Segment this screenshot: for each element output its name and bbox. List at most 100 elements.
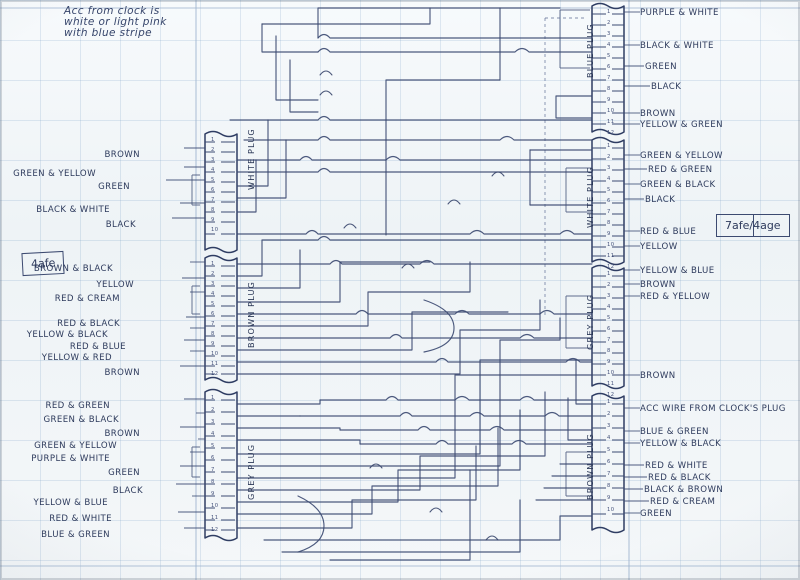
pin-number: 9	[607, 97, 611, 103]
pin-number: 2	[607, 154, 611, 160]
pin-number: 5	[607, 447, 611, 453]
pin-number: 6	[607, 198, 611, 204]
pin-number: 6	[607, 326, 611, 332]
pin-number: 10	[607, 108, 615, 114]
pin-number: 11	[607, 119, 615, 125]
left-wire-label: RED & CREAM	[54, 294, 120, 304]
pin-number: 4	[607, 176, 611, 182]
left-wire-label: RED & GREEN	[45, 401, 110, 411]
pin-number: 2	[607, 282, 611, 288]
pin-number: 6	[211, 187, 215, 193]
pin-number: 1	[607, 143, 611, 149]
pin-number: 12	[607, 392, 615, 398]
left-wire-label: PURPLE & WHITE	[31, 454, 110, 464]
pin-number: 5	[211, 177, 215, 183]
pin-number: 7	[211, 467, 215, 473]
right-brown-plug-body	[591, 392, 625, 534]
pin-number: 3	[211, 157, 215, 163]
right-wire-label: BLACK	[645, 195, 676, 205]
pin-number: 3	[607, 293, 611, 299]
pin-number: 10	[607, 242, 615, 248]
left-grey-plug-body	[204, 388, 238, 542]
right-wire-label: GREEN & YELLOW	[640, 151, 723, 161]
acc-note-line-3: with blue stripe	[64, 27, 152, 40]
pin-number: 11	[607, 253, 615, 259]
pin-number: 3	[211, 281, 215, 287]
pin-number: 8	[211, 207, 215, 213]
pin-number: 7	[607, 337, 611, 343]
pin-number: 1	[607, 271, 611, 277]
left-wire-label: GREEN	[108, 468, 140, 478]
right-wire-label: BROWN	[640, 280, 676, 290]
right-wire-label: GREEN	[640, 509, 672, 519]
pin-number: 12	[211, 527, 219, 533]
pin-number: 10	[211, 227, 219, 233]
pin-number: 12	[211, 371, 219, 377]
left-brown-plug-body	[204, 254, 238, 384]
left-wire-label: BROWN	[104, 150, 140, 160]
right-wire-label: BLACK & WHITE	[640, 41, 714, 51]
right-leader-lines	[624, 11, 650, 514]
right-wire-label: YELLOW & GREEN	[640, 120, 723, 130]
pin-number: 9	[607, 359, 611, 365]
pin-number: 6	[211, 455, 215, 461]
pin-number: 2	[211, 271, 215, 277]
left-wire-label: GREEN	[98, 182, 130, 192]
right-wire-label: YELLOW & BLUE	[640, 266, 715, 276]
pin-number: 7	[607, 209, 611, 215]
pin-number: 8	[607, 348, 611, 354]
pin-number: 11	[607, 381, 615, 387]
pin-number: 8	[211, 479, 215, 485]
left-wire-label: BLACK	[112, 486, 143, 496]
pin-number: 9	[607, 231, 611, 237]
right-gauge-box: 7afe/4age	[716, 214, 790, 237]
left-wire-label: RED & WHITE	[49, 514, 112, 524]
pin-number: 8	[211, 331, 215, 337]
left-wire-label: BLACK	[105, 220, 136, 230]
pin-number: 11	[211, 515, 219, 521]
pin-number: 7	[607, 75, 611, 81]
pin-number: 2	[607, 411, 611, 417]
pin-number: 9	[211, 491, 215, 497]
left-wire-label: BROWN & BLACK	[33, 264, 113, 274]
left-wire-label: GREEN & YELLOW	[34, 441, 117, 451]
acc-note-line-1: Acc from clock is	[64, 5, 160, 17]
right-wire-label: RED & BLACK	[648, 473, 711, 483]
pin-number: 5	[607, 315, 611, 321]
pin-number: 7	[211, 197, 215, 203]
right-wire-label: PURPLE & WHITE	[640, 8, 719, 18]
pin-number: 2	[211, 407, 215, 413]
pin-number: 1	[211, 261, 215, 267]
left-leader-lines	[166, 147, 205, 529]
pin-number: 8	[607, 220, 611, 226]
right-wire-label: RED & GREEN	[648, 165, 713, 175]
left-wire-label: YELLOW	[96, 280, 134, 290]
right-white-plug-label: WHITE PLUG	[585, 166, 595, 228]
right-wire-label: GREEN & BLACK	[640, 180, 716, 190]
pin-number: 4	[607, 42, 611, 48]
pin-number: 8	[607, 86, 611, 92]
pin-number: 4	[211, 431, 215, 437]
pin-number: 5	[211, 301, 215, 307]
pin-number: 6	[607, 64, 611, 70]
pin-number: 3	[607, 423, 611, 429]
right-wire-label: BLUE & GREEN	[640, 427, 709, 437]
pin-number: 4	[607, 304, 611, 310]
left-brown-plug-label: BROWN PLUG	[246, 280, 256, 348]
right-wire-label: ACC WIRE FROM CLOCK'S PLUG	[640, 404, 786, 414]
pin-number: 1	[607, 399, 611, 405]
pin-number: 6	[211, 311, 215, 317]
left-wire-label: YELLOW & RED	[41, 353, 112, 363]
acc-note: Acc from clock is white or light pink wi…	[64, 5, 167, 40]
pin-number: 1	[211, 395, 215, 401]
left-wire-label: GREEN & BLACK	[43, 415, 119, 425]
pin-number: 9	[607, 495, 611, 501]
left-grey-plug-label: GREY PLUG	[246, 443, 256, 500]
pin-number: 1	[211, 137, 215, 143]
right-blue-plug-label: BLUE PLUG	[585, 23, 595, 78]
right-wire-label: RED & BLUE	[640, 227, 697, 237]
left-wire-label: YELLOW & BLUE	[33, 498, 108, 508]
